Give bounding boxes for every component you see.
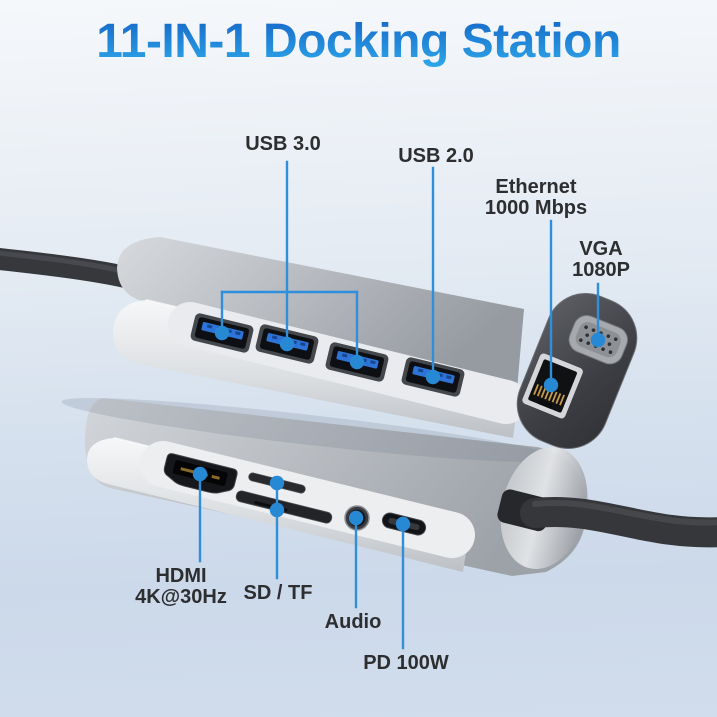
usb2-port-dot <box>425 369 441 385</box>
host-cable-right <box>497 489 717 548</box>
usb3-label-text: USB 3.0 <box>245 133 321 155</box>
sd-slot-dot <box>269 502 285 518</box>
sd-tf-label: SD / TF <box>244 583 313 604</box>
hdmi-label-line2: 4K@30Hz <box>135 586 227 608</box>
hdmi-label-line1: HDMI <box>155 565 207 587</box>
ethernet-label: Ethernet 1000 Mbps <box>485 177 587 219</box>
usb3-port-3-dot <box>349 354 365 370</box>
usb3-port-2-dot <box>279 336 295 352</box>
usb-c-pd-dot <box>395 516 411 532</box>
dock-top-view <box>113 237 638 449</box>
dock-top-surface <box>117 237 524 390</box>
page-title: 11-IN-1 Docking Station <box>0 15 717 69</box>
usb3-label: USB 3.0 <box>245 134 321 155</box>
ethernet-label-line1: Ethernet <box>495 176 577 198</box>
usb3-port-1-dot <box>214 325 230 341</box>
usb3-callout-lines <box>220 160 359 364</box>
pd-label: PD 100W <box>363 653 449 674</box>
hdmi-label: HDMI 4K@30Hz <box>135 566 227 608</box>
vga-label-line1: VGA <box>579 238 623 260</box>
audio-label: Audio <box>325 612 382 633</box>
cast-shadow <box>61 398 559 462</box>
vga-label: VGA 1080P <box>572 239 630 281</box>
usb2-label: USB 2.0 <box>398 146 474 167</box>
vga-port-dot <box>590 332 606 348</box>
vga-label-line2: 1080P <box>572 259 630 281</box>
hdmi-port-dot <box>192 466 208 482</box>
ethernet-label-line2: 1000 Mbps <box>484 197 588 219</box>
audio-label-text: Audio <box>324 611 382 633</box>
pd-label-text: PD 100W <box>363 652 449 674</box>
sd-tf-label-text: SD / TF <box>243 582 313 604</box>
tf-slot-dot <box>269 475 285 491</box>
usb2-label-text: USB 2.0 <box>398 145 474 167</box>
audio-jack-dot <box>348 510 364 526</box>
ethernet-port-dot <box>543 377 559 393</box>
